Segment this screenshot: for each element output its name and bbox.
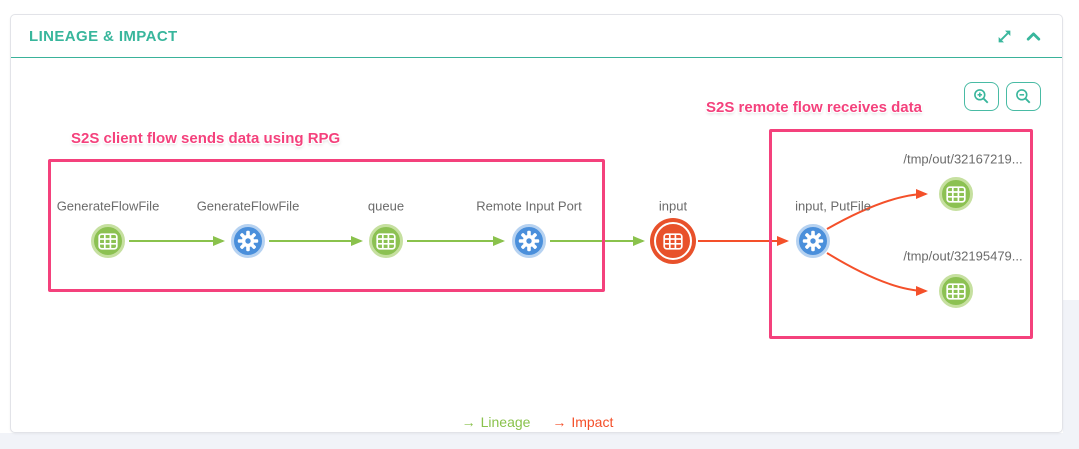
- node-label: queue: [367, 198, 405, 214]
- impact-arrow-icon: →: [552, 414, 567, 430]
- legend-lineage-label: Lineage: [480, 414, 531, 430]
- graph-node-dataset[interactable]: [939, 274, 973, 308]
- graph-node-process[interactable]: [796, 224, 830, 258]
- magnifier-plus-icon: [974, 89, 989, 104]
- annotation-text: S2S remote flow receives data: [706, 99, 922, 116]
- graph-node-dataset[interactable]: [91, 224, 125, 258]
- annotation-box: [769, 129, 1033, 339]
- lineage-impact-panel: LINEAGE & IMPACT: [10, 14, 1063, 433]
- annotation-box: [48, 159, 605, 292]
- chevron-up-icon[interactable]: [1025, 28, 1042, 45]
- zoom-out-button[interactable]: [1006, 82, 1041, 111]
- annotation-text: S2S client flow sends data using RPG: [71, 130, 341, 147]
- graph-legend: →Lineage →Impact: [11, 414, 1064, 430]
- node-label: Remote Input Port: [476, 198, 582, 214]
- gear-icon: [802, 230, 824, 252]
- node-label: GenerateFlowFile: [196, 198, 300, 214]
- node-label: input: [658, 198, 688, 214]
- node-label: GenerateFlowFile: [56, 198, 160, 214]
- legend-impact-label: Impact: [571, 414, 614, 430]
- node-label: /tmp/out/32167219...: [903, 151, 1023, 167]
- node-label: input, PutFile: [795, 198, 871, 214]
- panel-title: LINEAGE & IMPACT: [29, 28, 178, 45]
- node-label: /tmp/out/32195479...: [903, 248, 1023, 264]
- table-icon: [376, 232, 396, 250]
- table-icon: [946, 282, 966, 300]
- lineage-arrow-icon: →: [461, 414, 476, 430]
- graph-node-dataset[interactable]: [939, 177, 973, 211]
- page-background-bottom: [0, 433, 1079, 449]
- gear-icon: [237, 230, 259, 252]
- page-background-right: [1063, 300, 1079, 433]
- magnifier-minus-icon: [1016, 89, 1031, 104]
- panel-header: LINEAGE & IMPACT: [11, 15, 1062, 58]
- legend-lineage: →Lineage: [462, 414, 531, 430]
- zoom-in-button[interactable]: [964, 82, 999, 111]
- legend-impact: →Impact: [552, 414, 613, 430]
- graph-node-process[interactable]: [512, 224, 546, 258]
- gear-icon: [518, 230, 540, 252]
- graph-node-dataset[interactable]: [369, 224, 403, 258]
- table-icon: [98, 232, 118, 250]
- graph-node-process[interactable]: [231, 224, 265, 258]
- table-icon: [946, 185, 966, 203]
- expand-icon[interactable]: [996, 28, 1013, 45]
- table-icon: [654, 222, 692, 260]
- graph-node-dataset-current[interactable]: [650, 218, 696, 264]
